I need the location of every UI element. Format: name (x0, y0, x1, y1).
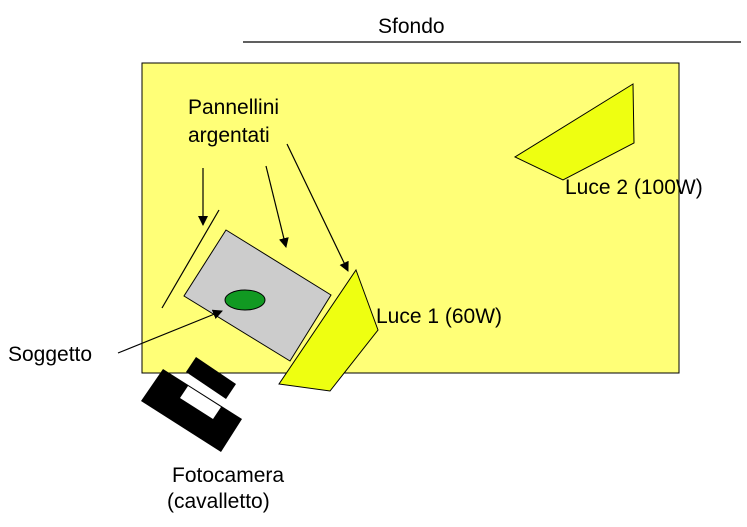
panels-label-line-2: argentati (188, 124, 270, 147)
subject (224, 289, 266, 311)
background-label: Sfondo (378, 15, 445, 38)
subject-label: Soggetto (8, 343, 92, 366)
light-2-label: Luce 2 (100W) (565, 176, 703, 199)
camera-icon (141, 357, 242, 452)
light-2-panel (513, 83, 635, 181)
light-1-panel (278, 268, 379, 392)
camera-label-line-2: (cavalletto) (167, 490, 270, 513)
panels-arrow-middle (265, 165, 289, 248)
panels-label-line-1: Pannellini (188, 96, 279, 119)
panels-arrow-right (286, 143, 349, 272)
subject-arrow (117, 309, 223, 354)
light-1-label: Luce 1 (60W) (376, 305, 502, 328)
camera-label-line-1: Fotocamera (172, 464, 284, 487)
silver-panel-left (161, 209, 220, 309)
